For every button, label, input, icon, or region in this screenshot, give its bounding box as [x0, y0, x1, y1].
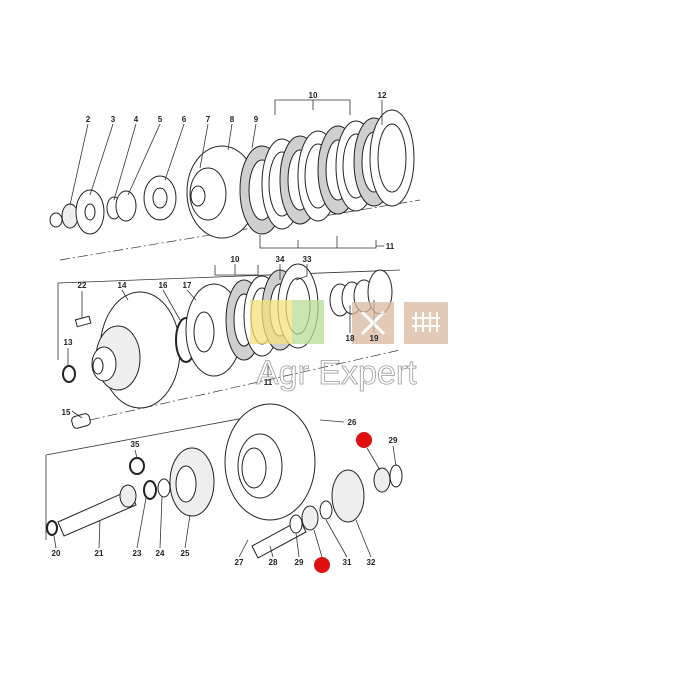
- label: 19: [370, 334, 379, 343]
- label: 17: [183, 281, 192, 290]
- logo-tile-green: [292, 300, 324, 344]
- label: 6: [182, 115, 187, 124]
- label: 14: [118, 281, 127, 290]
- label: 32: [367, 558, 376, 567]
- label: 13: [64, 338, 73, 347]
- label: 11: [264, 378, 273, 387]
- bottom-assembly: [46, 447, 403, 559]
- label: 4: [134, 115, 139, 124]
- label: 31: [343, 558, 352, 567]
- axis-line-middle: [89, 349, 401, 421]
- label: 10: [231, 255, 240, 264]
- label: 3: [111, 115, 116, 124]
- label: 18: [346, 334, 355, 343]
- group-frame-bottom: [45, 414, 261, 540]
- label: 10: [309, 91, 318, 100]
- label: 28: [269, 558, 278, 567]
- label: 33: [303, 255, 312, 264]
- label: 12: [378, 91, 387, 100]
- fence-icon: [412, 312, 440, 332]
- top-assembly: [49, 109, 415, 239]
- watermark-text: Agr Expert: [256, 354, 417, 392]
- label: 25: [181, 549, 190, 558]
- label: 2: [86, 115, 91, 124]
- label: 34: [276, 255, 285, 264]
- highlight-marker: [314, 557, 330, 573]
- highlight-marker: [356, 432, 372, 448]
- watermark-logo: [250, 300, 448, 344]
- logo-tile-fence: [404, 302, 448, 344]
- label: 7: [206, 115, 211, 124]
- label: 11: [386, 242, 395, 251]
- label: 24: [156, 549, 165, 558]
- group-frame-middle: [57, 269, 401, 360]
- label: 22: [78, 281, 87, 290]
- tools-icon: [360, 310, 386, 336]
- callout-labels: 2 3 4 5 6 7 8 9 10 12 11 10 34 33 22 14 …: [52, 91, 398, 567]
- label: 16: [159, 281, 168, 290]
- leader-lines-top: [69, 99, 384, 249]
- label: 20: [52, 549, 61, 558]
- label: 35: [131, 440, 140, 449]
- label: 9: [254, 115, 259, 124]
- label: 29: [389, 436, 398, 445]
- leader-lines-bottom: [53, 445, 397, 558]
- label: 26: [348, 418, 357, 427]
- label: 23: [133, 549, 142, 558]
- label: 15: [62, 408, 71, 417]
- label: 29: [295, 558, 304, 567]
- label: 21: [95, 549, 104, 558]
- logo-tile-yellow: [250, 300, 292, 344]
- label: 8: [230, 115, 235, 124]
- label: 5: [158, 115, 163, 124]
- label: 27: [235, 558, 244, 567]
